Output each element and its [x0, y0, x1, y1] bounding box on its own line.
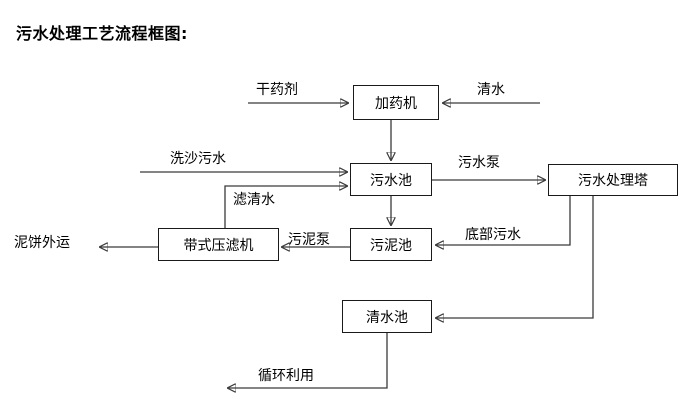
node-sewage-pool[interactable]: 污水池: [350, 163, 432, 196]
node-belt-filter-press-label: 带式压滤机: [183, 237, 254, 254]
edge-label-mud-cake-out: 泥饼外运: [14, 235, 70, 251]
node-clear-water-pool-label: 清水池: [366, 309, 408, 326]
node-treatment-tower[interactable]: 污水处理塔: [548, 164, 678, 196]
page-title: 污水处理工艺流程框图:: [16, 24, 188, 43]
edge-label-sand-washing-sewage: 洗沙污水: [170, 151, 226, 167]
node-sewage-pool-label: 污水池: [370, 172, 412, 189]
node-dosing-machine[interactable]: 加药机: [353, 85, 439, 120]
wire-tower-to-clear-water-pool: [436, 196, 594, 318]
edge-label-sewage-pump: 污水泵: [458, 155, 500, 171]
edge-label-dry-agent: 干药剂: [256, 82, 298, 98]
edge-label-filtered-clear-water: 滤清水: [233, 192, 275, 208]
wire-filtered-water-to-sewage-pool: [224, 186, 347, 228]
node-dosing-machine-label: 加药机: [375, 95, 417, 112]
edge-label-bottom-sewage: 底部污水: [465, 227, 521, 243]
edge-label-recycle-use: 循环利用: [258, 368, 314, 384]
node-treatment-tower-label: 污水处理塔: [578, 173, 648, 189]
edge-label-sludge-pump: 污泥泵: [288, 232, 330, 248]
node-sludge-pool-label: 污泥池: [370, 237, 412, 254]
node-sludge-pool[interactable]: 污泥池: [350, 228, 432, 261]
wire-clear-water-pool-to-recycle: [228, 333, 388, 388]
wire-tower-bottom-sewage-to-sludge-pool: [436, 196, 571, 245]
node-clear-water-pool[interactable]: 清水池: [342, 300, 432, 333]
edge-label-clean-water: 清水: [477, 82, 505, 98]
node-belt-filter-press[interactable]: 带式压滤机: [158, 228, 279, 261]
